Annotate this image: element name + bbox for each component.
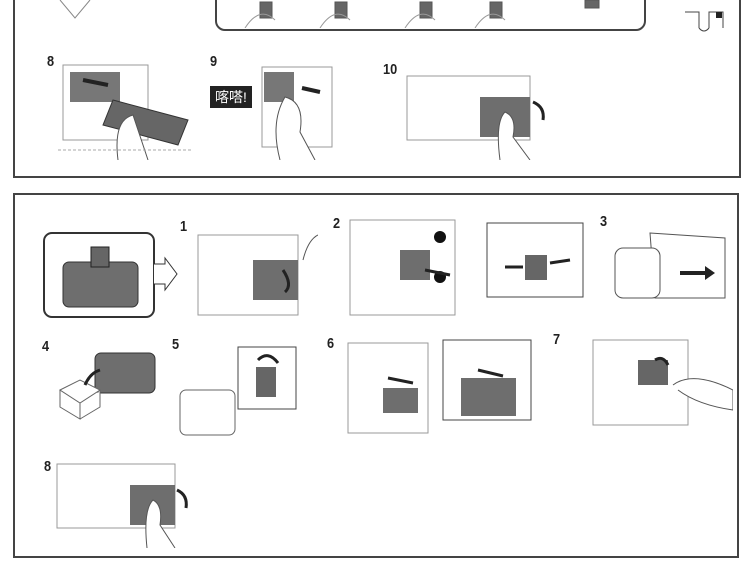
inset-callout-box [215, 0, 646, 31]
step-number: 9 [210, 53, 218, 70]
insert-toner-illustration [58, 60, 193, 161]
close-front-cover-illustration [55, 460, 195, 549]
step-number: 8 [44, 458, 52, 475]
page-turn-icon [683, 10, 725, 32]
open-front-cover-illustration [193, 230, 319, 320]
box-illustration [55, 0, 95, 20]
close-front-cover-illustration [405, 72, 550, 161]
push-toner-illustration [240, 62, 340, 161]
step-number: 10 [383, 61, 398, 78]
push-box-in-illustration [583, 335, 734, 435]
step-number: 4 [42, 338, 50, 355]
step-number: 3 [600, 213, 608, 230]
install-new-box-illustration [343, 338, 533, 438]
step-number: 6 [327, 335, 335, 352]
waste-toner-box-callout [43, 232, 178, 318]
remove-waste-box-illustration [345, 215, 585, 320]
bottom-panel [13, 193, 739, 558]
top-panel [13, 0, 741, 178]
bag-waste-box-illustration [610, 228, 730, 306]
step-number: 2 [333, 215, 341, 232]
step-number: 7 [553, 331, 561, 348]
step-number: 5 [172, 336, 180, 353]
step-number: 8 [47, 53, 55, 70]
click-sound-label: 喀嗒! [210, 86, 252, 108]
step-number: 1 [180, 218, 188, 235]
discard-old-box-illustration [55, 345, 165, 420]
inset-steps-illustration [240, 0, 630, 29]
close-cap-illustration [178, 345, 298, 440]
